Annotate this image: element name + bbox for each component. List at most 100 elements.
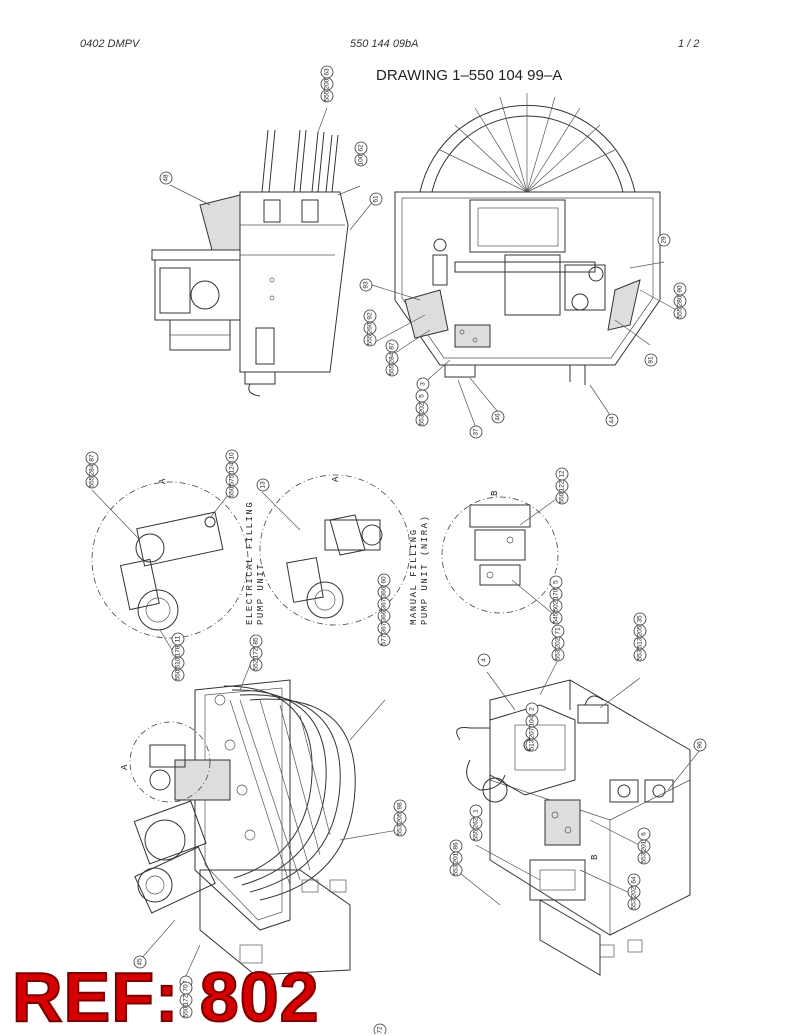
callout-number: 10 — [229, 452, 236, 460]
callout-code: 502 — [553, 600, 560, 611]
callout-code: 555 — [89, 476, 96, 487]
callout-number: 5 — [553, 580, 560, 584]
callout-code: 513 — [637, 637, 644, 648]
callout-code-bubble — [320, 89, 334, 103]
callout-code: 205 — [397, 812, 404, 823]
callout-code-bubble — [171, 668, 185, 682]
callout-code: 366 — [381, 586, 388, 597]
view-a-label-2: A — [331, 475, 341, 482]
callout-37: 37 — [469, 425, 483, 439]
callout-number: 2 — [529, 707, 536, 711]
callout-number: 93 — [363, 281, 370, 289]
callout-code: 550 — [183, 1006, 190, 1017]
callout-code-bubble — [179, 1005, 193, 1019]
callout-number: 86 — [453, 842, 460, 850]
callout-number: 62 — [358, 144, 365, 152]
callout-code: 553 — [453, 864, 460, 875]
callout-3: 3 — [416, 377, 430, 391]
callout-code: 100 — [358, 154, 365, 165]
manual-caption-line1: MANUAL FILLING — [409, 528, 419, 625]
callout-code: 104 — [529, 715, 536, 726]
callout-bubble — [657, 233, 671, 247]
callout-96: 96 — [693, 738, 707, 752]
callout-code: 513 — [529, 739, 536, 750]
callout-number: 11 — [175, 635, 182, 642]
callout-bubble — [373, 1023, 387, 1034]
callout-bubble — [605, 413, 619, 427]
front-view — [394, 93, 661, 385]
callout-code-bubble — [385, 363, 399, 377]
callout-code: 577 — [381, 634, 388, 645]
callout-code: 552 — [253, 659, 260, 670]
doc-code: 0402 DMPV — [80, 38, 140, 50]
page-number: 1 / 2 — [678, 38, 700, 50]
callout-code-bubble — [415, 413, 429, 427]
callout-bubble — [644, 353, 658, 367]
iso-view-manual — [456, 679, 691, 976]
callout-code: 555 — [473, 829, 480, 840]
view-b-label: B — [490, 489, 500, 496]
callout-code-bubble — [637, 851, 651, 865]
callout-code: 260 — [367, 322, 374, 333]
callout-code: 201 — [641, 840, 648, 851]
callout-code-bubble — [85, 475, 99, 489]
callout-number: 46 — [495, 413, 502, 421]
callout-91: 91 — [644, 353, 658, 367]
callout-number: 37 — [473, 428, 480, 436]
callout-number: 4 — [481, 658, 488, 662]
callout-code: 284 — [89, 464, 96, 475]
callout-code-bubble — [363, 333, 377, 347]
electrical-caption-line2: PUMP UNIT — [256, 563, 266, 625]
callout-code-bubble — [469, 828, 483, 842]
callout-code: 553 — [631, 898, 638, 909]
callout-93: 93 — [359, 278, 373, 292]
callout-code: 553 — [419, 414, 426, 425]
callout-number: 91 — [648, 356, 655, 364]
callout-number: 96 — [697, 741, 704, 749]
callout-bubble — [133, 955, 147, 969]
callout-bubble — [477, 653, 491, 667]
callout-bubble — [693, 738, 707, 752]
callout-bubble — [159, 171, 173, 185]
view-a-label-3: A — [120, 763, 130, 770]
callout-code: 550 — [175, 669, 182, 680]
callout-44: 44 — [605, 413, 619, 427]
view-b-label-2: B — [590, 853, 600, 860]
callout-code: 205 — [637, 625, 644, 636]
detail-electrical-pump — [91, 481, 249, 639]
callout-46: 46 — [491, 410, 505, 424]
callout-number: 48 — [163, 174, 170, 182]
electrical-caption-line1: ELECTRICAL FILLING — [245, 501, 255, 625]
view-a-label: A — [158, 477, 168, 484]
callout-code: 262 — [473, 817, 480, 828]
detail-view-b — [441, 496, 559, 614]
callout-code: 555 — [324, 90, 331, 101]
callout-number: 12 — [559, 470, 566, 478]
callout-code-bubble — [354, 153, 368, 167]
callout-code-bubble — [525, 738, 539, 752]
callout-code: 178 — [175, 645, 182, 656]
callout-code-bubble — [627, 897, 641, 911]
callout-code-bubble — [633, 648, 647, 662]
callout-29: 29 — [657, 233, 671, 247]
iso-view-electrical — [129, 679, 356, 976]
callout-number: 92 — [367, 312, 374, 320]
callout-code: 280 — [677, 295, 684, 306]
callout-number: 87 — [89, 454, 96, 462]
callout-code: 202 — [419, 402, 426, 413]
callout-48: 48 — [159, 171, 173, 185]
callout-code: 122 — [559, 480, 566, 491]
callout-code: 200 — [324, 78, 331, 89]
